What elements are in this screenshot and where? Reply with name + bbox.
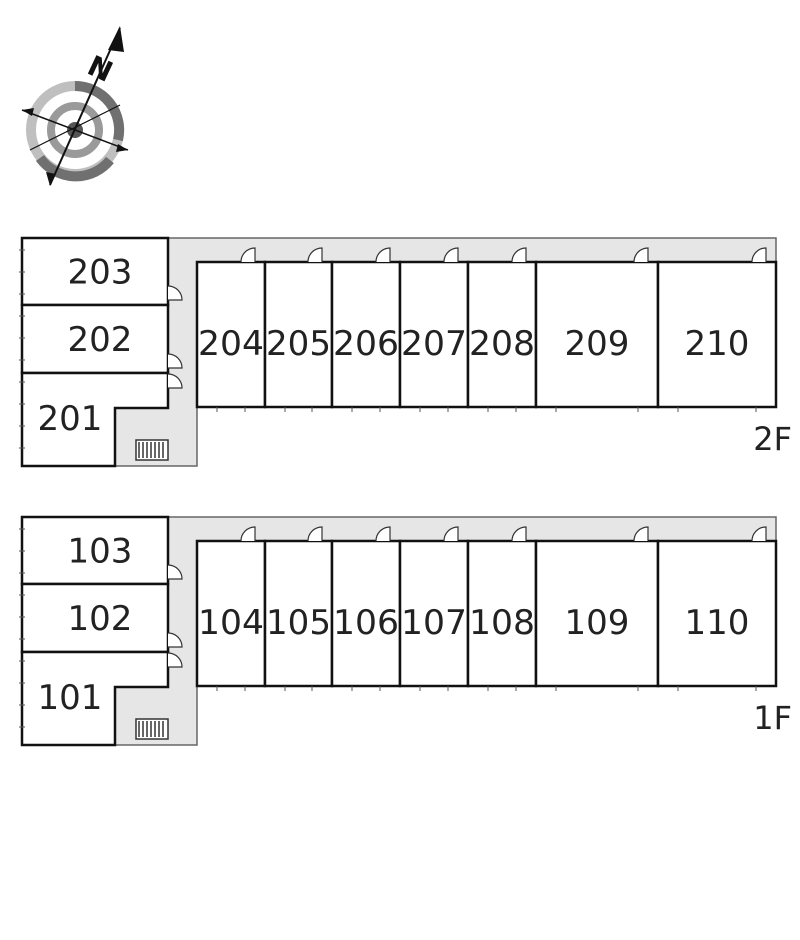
unit-number-label: 208: [469, 324, 535, 364]
compass-rose-icon: N: [21, 26, 129, 186]
unit-number-label: 102: [68, 599, 133, 639]
unit-number-label: 110: [685, 603, 750, 643]
unit-number-label: 207: [401, 324, 467, 364]
unit-206[interactable]: 206: [330, 247, 402, 412]
floor-label: 2F: [753, 420, 792, 458]
unit-102[interactable]: 102: [20, 582, 183, 654]
unit-number-label: 105: [266, 603, 331, 643]
unit-number-label: 206: [333, 324, 399, 364]
staircase-icon: [135, 439, 169, 461]
staircase-icon: [135, 718, 169, 740]
unit-number-label: 209: [565, 324, 630, 364]
unit-number-label: 107: [401, 603, 467, 643]
unit-number-label: 204: [198, 324, 264, 364]
unit-number-label: 205: [266, 324, 331, 364]
unit-107[interactable]: 107: [398, 526, 470, 691]
unit-109[interactable]: 109: [534, 526, 660, 691]
unit-number-label: 106: [333, 603, 399, 643]
unit-number-label: 101: [38, 678, 103, 718]
unit-105[interactable]: 105: [263, 526, 334, 691]
unit-203[interactable]: 203: [20, 236, 183, 307]
unit-207[interactable]: 207: [398, 247, 470, 412]
unit-108[interactable]: 108: [466, 526, 538, 691]
unit-number-label: 104: [198, 603, 264, 643]
unit-204[interactable]: 204: [195, 247, 267, 412]
unit-number-label: 103: [68, 532, 133, 572]
unit-103[interactable]: 103: [20, 515, 183, 586]
unit-209[interactable]: 209: [534, 247, 660, 412]
unit-106[interactable]: 106: [330, 526, 402, 691]
unit-208[interactable]: 208: [466, 247, 538, 412]
unit-210[interactable]: 210: [656, 247, 778, 412]
unit-205[interactable]: 205: [263, 247, 334, 412]
unit-number-label: 109: [565, 603, 630, 643]
unit-110[interactable]: 110: [656, 526, 778, 691]
unit-number-label: 108: [469, 603, 535, 643]
floor-label: 1F: [753, 699, 792, 737]
unit-number-label: 201: [38, 399, 103, 439]
unit-number-label: 203: [68, 253, 133, 293]
unit-number-label: 210: [685, 324, 750, 364]
unit-104[interactable]: 104: [195, 526, 267, 691]
unit-202[interactable]: 202: [20, 303, 183, 375]
unit-number-label: 202: [68, 320, 133, 360]
unit-101[interactable]: 101: [20, 650, 183, 747]
unit-201[interactable]: 201: [20, 371, 183, 468]
